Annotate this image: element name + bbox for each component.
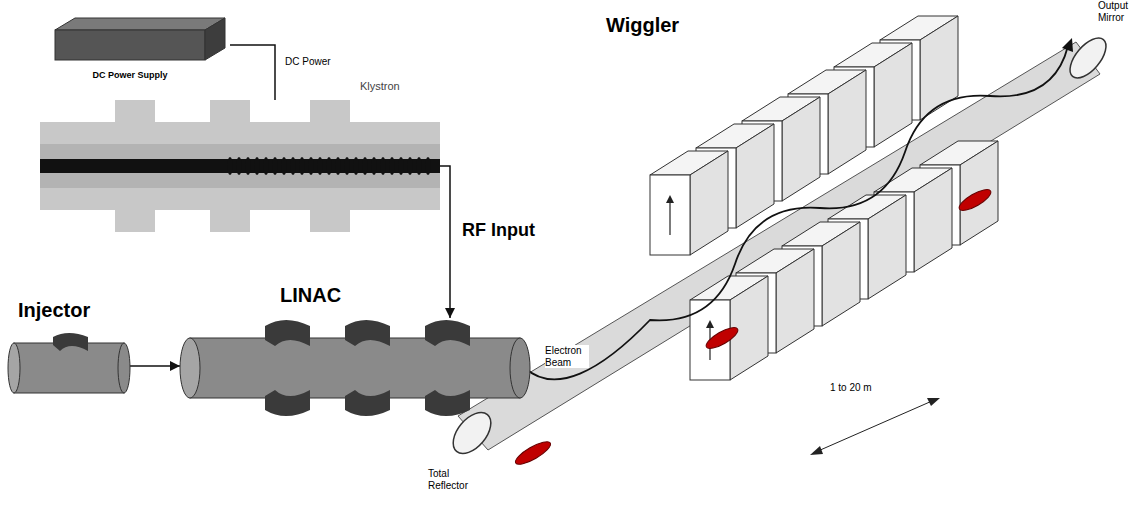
part-name: Output Mirror (1098, 0, 1134, 23)
node-label: Injector (18, 299, 90, 322)
connector (230, 45, 275, 100)
linac-cylinder-shape (180, 318, 530, 418)
light-pulse (703, 324, 740, 352)
part-name: Total Reflector (428, 468, 478, 491)
connector (130, 361, 180, 371)
node-label: DC Power Supply (55, 70, 205, 80)
electron-beam-path (525, 46, 1068, 379)
node-label: LINAC (280, 284, 341, 307)
injector-cylinder: Injector (8, 335, 130, 397)
connector-label: DC Power (285, 56, 331, 68)
arrowhead (445, 308, 455, 318)
dimension-label: 1 to 20 m (830, 382, 872, 394)
dimension-arrowhead (810, 446, 823, 455)
part-name: Wiggler (606, 14, 679, 37)
klystron-tube-shape (40, 100, 440, 232)
connector (440, 166, 455, 318)
light-pulse (956, 186, 993, 214)
klystron-tube: Klystron (40, 100, 440, 232)
electron-beam-arrowhead (1062, 38, 1073, 52)
connector-line (230, 45, 275, 100)
linac-cylinder: LINAC (180, 318, 530, 418)
connector-label: RF Input (462, 220, 535, 241)
optical-beam (458, 42, 1100, 450)
node-label: Klystron (360, 80, 400, 93)
connector-line (440, 166, 450, 318)
dimension-arrowhead (927, 398, 940, 406)
arrowhead (170, 361, 180, 371)
dimension-line (818, 401, 932, 451)
power-supply-box: DC Power Supply (55, 18, 230, 98)
power-supply-box-shape (55, 18, 230, 98)
injector-cylinder-shape (8, 335, 130, 397)
light-pulse (513, 438, 554, 468)
part-name: Electron Beam (545, 345, 589, 368)
